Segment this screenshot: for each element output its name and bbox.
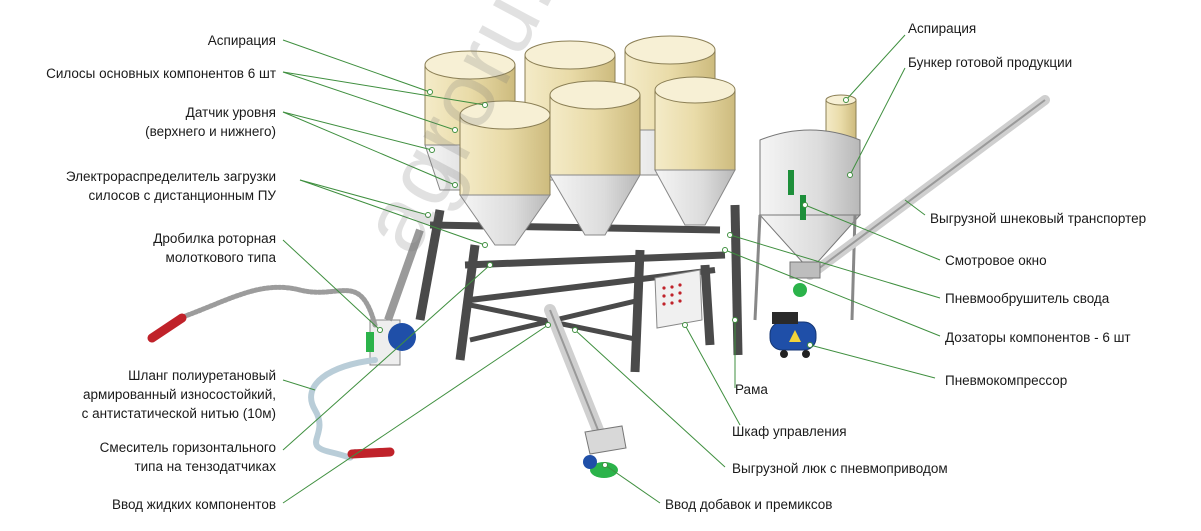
- label-level-sensor: Датчик уровня (верхнего и нижнего): [145, 103, 276, 141]
- control-cabinet-shape: [654, 269, 703, 329]
- silo: [654, 76, 736, 226]
- label-dosers: Дозаторы компонентов - 6 шт: [945, 328, 1131, 347]
- label-line: Аспирация: [908, 21, 977, 36]
- label-horizontal-mixer: Смеситель горизонтального типа на тензод…: [100, 438, 276, 476]
- label-line: Дозаторы компонентов - 6 шт: [945, 330, 1131, 345]
- label-line: Электрораспределитель загрузки: [65, 169, 276, 184]
- label-line: молоткового типа: [165, 250, 276, 265]
- label-line: Ввод жидких компонентов: [111, 497, 276, 512]
- silo: [459, 100, 551, 246]
- label-line: Бункер готовой продукции: [908, 55, 1073, 70]
- label-line: Рама: [735, 382, 768, 397]
- label-screw-conveyor: Выгрузной шнековый транспортер: [930, 209, 1146, 228]
- leader-dots: [377, 89, 853, 468]
- label-aspiration-left: Аспирация: [208, 31, 276, 50]
- silo: [549, 80, 641, 236]
- sight-window-mark: [788, 170, 794, 195]
- additives-conveyor-shape: [544, 304, 627, 478]
- label-line: Ввод добавок и премиксов: [665, 497, 833, 512]
- crusher-shape: [366, 228, 424, 366]
- sight-window-mark: [800, 195, 806, 220]
- label-additives-input: Ввод добавок и премиксов: [665, 495, 832, 514]
- hoses: [147, 284, 395, 461]
- label-line: силосов с дистанционным ПУ: [88, 188, 276, 203]
- leader-lines: [282, 34, 941, 504]
- label-line: (верхнего и нижнего): [145, 124, 276, 139]
- label-line: Аспирация: [207, 33, 276, 48]
- label-line: Смотровое окно: [945, 253, 1047, 268]
- label-rotor-crusher: Дробилка роторная молоткового типа: [153, 229, 276, 267]
- label-pneumo-breaker: Пневмообрушитель свода: [945, 289, 1109, 308]
- label-aspiration-right: Аспирация: [908, 19, 976, 38]
- label-unload-hatch: Выгрузной люк с пневмоприводом: [732, 459, 948, 478]
- label-line: с антистатической нитью (10м): [81, 406, 276, 421]
- label-silos-main: Силосы основных компонентов 6 шт: [46, 64, 276, 83]
- label-line: Дробилка роторная: [153, 231, 276, 246]
- label-line: Шланг полиуретановый: [128, 368, 276, 383]
- label-pu-hose: Шланг полиуретановый армированный износо…: [82, 366, 276, 423]
- label-compressor: Пневмокомпрессор: [945, 371, 1067, 390]
- label-line: Выгрузной шнековый транспортер: [930, 211, 1147, 226]
- label-line: Силосы основных компонентов 6 шт: [46, 66, 276, 81]
- label-electro-distributor: Электрораспределитель загрузки силосов с…: [66, 167, 276, 205]
- label-finished-hopper: Бункер готовой продукции: [908, 53, 1072, 72]
- screw-conveyor-shape: [789, 95, 1050, 297]
- label-sight-window: Смотровое окно: [945, 251, 1047, 270]
- label-frame: Рама: [735, 380, 768, 399]
- label-line: Датчик уровня: [185, 105, 276, 120]
- label-line: Выгрузной люк с пневмоприводом: [732, 461, 948, 476]
- compressor-shape: [769, 312, 817, 358]
- label-line: Шкаф управления: [732, 424, 847, 439]
- label-line: армированный износостойкий,: [83, 387, 276, 402]
- frame-structure: [415, 204, 743, 373]
- label-liquid-input: Ввод жидких компонентов: [112, 495, 276, 514]
- finished-product-hopper: [753, 94, 862, 321]
- label-line: Пневмокомпрессор: [945, 373, 1068, 388]
- label-line: Смеситель горизонтального: [99, 440, 276, 455]
- silos-group: [424, 35, 736, 246]
- label-line: Пневмообрушитель свода: [945, 291, 1110, 306]
- label-control-cabinet: Шкаф управления: [732, 422, 847, 441]
- label-line: типа на тензодатчиках: [134, 459, 276, 474]
